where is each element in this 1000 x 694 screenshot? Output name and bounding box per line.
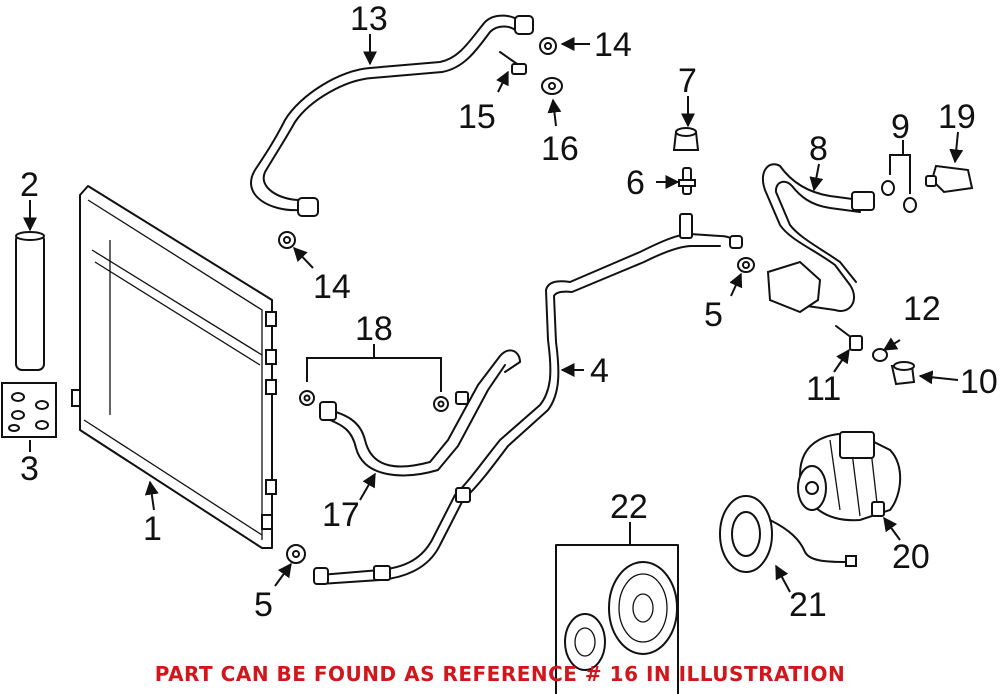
o-ring-kit xyxy=(1,382,57,438)
callout-14-top: 14 xyxy=(594,26,632,64)
callout-6: 6 xyxy=(626,164,645,202)
callout-19: 19 xyxy=(938,98,976,136)
hose-assembly-8 xyxy=(761,163,875,314)
washer-18-left xyxy=(299,390,315,406)
callout-16: 16 xyxy=(541,130,579,168)
callout-5-right: 5 xyxy=(704,296,723,334)
callout-22: 22 xyxy=(610,488,648,526)
discharge-hose xyxy=(319,349,521,477)
service-valve-6 xyxy=(678,167,696,195)
bolt-11 xyxy=(835,325,863,351)
callout-10: 10 xyxy=(960,363,998,401)
reference-caption: PART CAN BE FOUND AS REFERENCE # 16 IN I… xyxy=(154,662,846,686)
callout-2: 2 xyxy=(20,166,39,204)
clutch-kit-22 xyxy=(555,544,679,694)
receiver-drier xyxy=(15,231,45,371)
callout-8: 8 xyxy=(809,130,828,168)
callout-1: 1 xyxy=(143,510,162,548)
callout-12: 12 xyxy=(903,290,941,328)
callout-14-left: 14 xyxy=(313,268,351,306)
callout-15: 15 xyxy=(458,98,496,136)
compressor-20 xyxy=(797,431,902,522)
callout-11: 11 xyxy=(806,370,841,408)
callout-21: 21 xyxy=(789,586,827,624)
washer-5-right xyxy=(737,257,755,273)
washer-18-right xyxy=(433,396,449,412)
clutch-coil-21 xyxy=(719,495,857,573)
sensor-19 xyxy=(925,164,974,194)
pressure-switch-10 xyxy=(890,361,916,386)
callout-3: 3 xyxy=(20,450,39,488)
washer-14-left xyxy=(278,231,296,249)
callout-9: 9 xyxy=(891,108,910,146)
liquid-line xyxy=(313,213,743,585)
washer-12 xyxy=(872,348,888,362)
callout-4: 4 xyxy=(590,352,609,390)
bolt-15 xyxy=(499,51,527,75)
condenser xyxy=(71,185,277,549)
suction-hose xyxy=(250,14,534,217)
callout-18: 18 xyxy=(355,310,393,348)
washers-9 xyxy=(881,180,917,213)
callout-20: 20 xyxy=(892,538,930,576)
washer-5-bottom xyxy=(286,544,306,564)
leader-lines xyxy=(23,34,964,593)
washer-14-top xyxy=(539,37,557,55)
callout-5-bottom: 5 xyxy=(254,586,273,624)
nut-16 xyxy=(541,77,563,95)
callout-17: 17 xyxy=(322,496,360,534)
callout-7: 7 xyxy=(678,62,697,100)
callout-13: 13 xyxy=(350,0,388,38)
valve-cap-7 xyxy=(672,127,700,151)
